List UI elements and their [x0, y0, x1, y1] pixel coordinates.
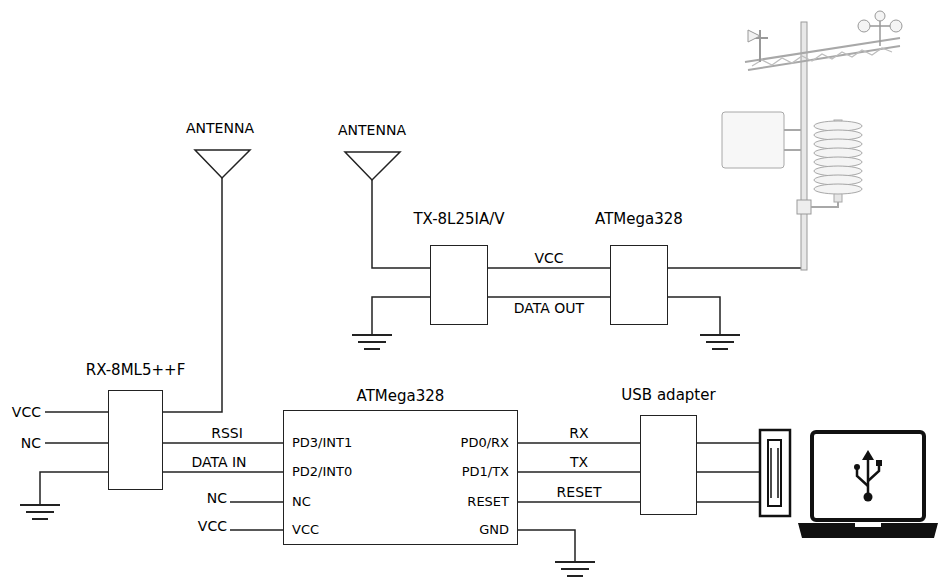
signal-wire: [163, 471, 283, 473]
pin-label: PD2/INT0: [292, 464, 352, 480]
signal-wire: [163, 442, 283, 444]
station-arm-lattice: [752, 48, 892, 66]
radiation-shield: [814, 121, 862, 194]
usb-icon: [857, 458, 879, 494]
pin-label: NC: [207, 490, 227, 506]
pin-label: NC: [21, 435, 41, 451]
pin-label: PD1/TX: [462, 464, 509, 480]
signal-label: TX: [568, 454, 590, 470]
signal-wire: [518, 501, 640, 503]
signal-label: DATA IN: [189, 454, 248, 470]
transmitter-module: TX-8L25IA/V: [430, 245, 488, 325]
pin-label: GND: [479, 522, 509, 538]
receiver-module: RX-8ML5++F: [108, 390, 163, 490]
usb-icon-branch: [857, 469, 868, 486]
signal-label: RSSI: [209, 425, 245, 441]
signal-label: VCC: [532, 250, 565, 266]
signal-label: RESET: [555, 484, 604, 500]
pin-label: NC: [292, 494, 311, 510]
anemometer-cup: [875, 11, 885, 21]
usb-icon-branch: [868, 465, 879, 481]
module-title: ATMega328: [595, 210, 683, 228]
usb-contacts: [771, 448, 778, 498]
station-pole: [801, 22, 807, 270]
sensor-box: [722, 112, 784, 168]
signal-wire: [518, 442, 640, 444]
ground-wire: [372, 297, 430, 335]
signal-label: RX: [567, 425, 590, 441]
sensor-wire: [668, 267, 801, 269]
antenna-symbol: [345, 152, 400, 180]
ground-symbol: [20, 505, 60, 519]
pin-label: VCC: [12, 404, 41, 420]
usb-icon-dot: [854, 464, 860, 470]
usb-adapter-box: USB adapter: [640, 415, 697, 515]
pin-wire: [45, 412, 108, 443]
microcontroller-box: ATMega328: [610, 245, 668, 325]
module-title: USB adapter: [621, 386, 715, 404]
signal-wire: [488, 296, 610, 298]
module-title: TX-8L25IA/V: [413, 210, 504, 228]
antenna-label: ANTENNA: [186, 120, 254, 136]
ground-symbol: [555, 562, 595, 576]
ground-wire: [518, 530, 575, 562]
pin-label: PD3/INT1: [292, 435, 352, 451]
laptop-screen: [812, 432, 924, 520]
usb-port: [768, 440, 781, 506]
anemometer-hub: [866, 18, 894, 46]
signal-wire: [518, 471, 640, 473]
wires: [40, 150, 801, 562]
shield-disc: [814, 184, 862, 194]
usb-icon-stem: [867, 458, 870, 494]
pin-label: RESET: [467, 494, 509, 510]
module-title: RX-8ML5++F: [86, 361, 186, 379]
station-arm: [745, 38, 900, 70]
ground-wire: [40, 472, 108, 505]
laptop-base: [798, 523, 938, 538]
wind-vane-tail: [748, 30, 760, 42]
signal-label: DATA OUT: [512, 300, 586, 316]
pin-label: VCC: [198, 518, 227, 534]
signal-wire: [488, 267, 610, 269]
usb-icon-arrow: [862, 450, 874, 460]
anemometer-cup: [890, 20, 902, 32]
anemometer-cup: [858, 20, 870, 32]
laptop-notch: [855, 523, 881, 527]
usb-icon-square: [876, 460, 882, 466]
usb-plug: [760, 430, 790, 516]
usb-connector: [760, 430, 790, 516]
pole-clamp: [797, 200, 811, 214]
ground-wire: [668, 297, 720, 335]
ground-symbol: [352, 335, 392, 349]
ground-symbol: [700, 335, 740, 349]
usb-wire: [697, 443, 760, 502]
sensor-bracket: [784, 130, 801, 150]
laptop: [798, 432, 938, 538]
usb-icon-dot: [864, 493, 873, 502]
microcontroller-box: ATMega328: [283, 410, 518, 545]
pin-label: PD0/RX: [461, 435, 509, 451]
module-title: ATMega328: [357, 387, 445, 405]
antenna-label: ANTENNA: [338, 122, 406, 138]
weather-station: [722, 11, 902, 270]
pin-label: VCC: [292, 522, 319, 538]
ground-symbols: [20, 335, 740, 576]
antenna-symbol: [195, 150, 250, 178]
pin-wire: [230, 502, 283, 530]
